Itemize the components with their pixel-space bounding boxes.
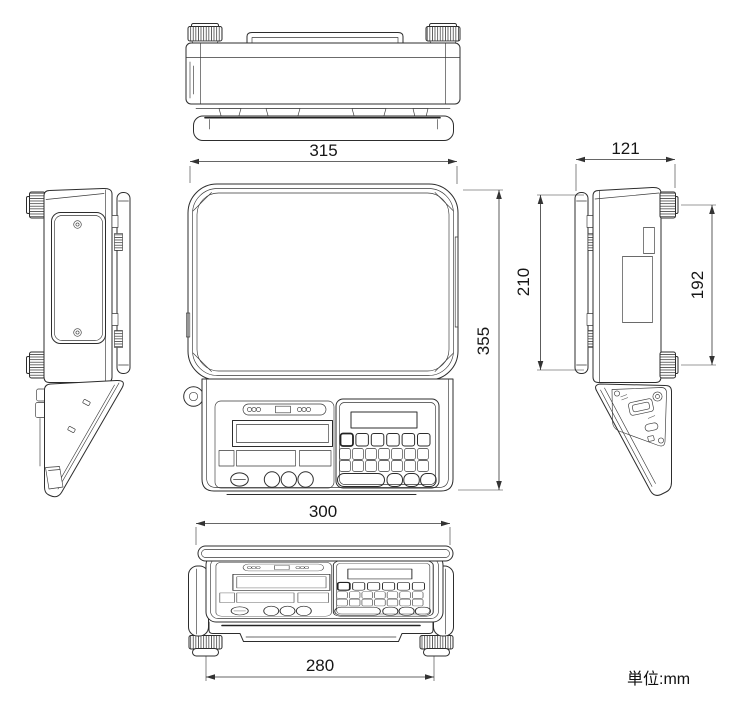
- front-foot-span-label: 280: [306, 656, 334, 675]
- left-view-foot-knobs: [26, 191, 46, 379]
- right-view-platter-edge: [574, 192, 589, 374]
- front-view: [188, 545, 454, 657]
- panel-screw-top: [614, 390, 620, 397]
- dim-side-width: 121: [575, 139, 676, 191]
- rear-body: [185, 42, 461, 105]
- plan-platter-depth-label: 210: [514, 268, 533, 296]
- dim-front-foot-span: 280: [205, 656, 435, 681]
- dim-side-foot-span: 192: [681, 204, 716, 366]
- platter-left-notch: [186, 312, 191, 338]
- front-left-foot: [188, 635, 223, 657]
- connector-panel: [611, 387, 667, 447]
- rear-view: [185, 23, 461, 141]
- plan-console-shell: [201, 378, 454, 492]
- weighing-platter: [187, 183, 459, 381]
- left-side-view: [26, 187, 131, 498]
- plan-total-depth-label: 355: [474, 327, 493, 355]
- side-label-large: [622, 256, 653, 323]
- plan-width-label: 315: [309, 141, 337, 160]
- rear-base-plate: [193, 115, 454, 141]
- unit-note: 単位:mm: [627, 670, 690, 688]
- right-view-body: [592, 186, 662, 383]
- side-foot-span-label: 192: [688, 271, 707, 299]
- usb-port: [644, 422, 659, 432]
- left-view-body: [43, 187, 113, 383]
- platter-corner-bumpers: [192, 192, 454, 372]
- right-side-view: [574, 186, 679, 496]
- left-view-door: [51, 212, 106, 344]
- right-view-foot-knobs: [659, 191, 679, 379]
- aux-port: [647, 435, 655, 442]
- side-width-label: 121: [611, 139, 639, 158]
- side-label-small: [643, 227, 655, 254]
- dim-plan-width: 315: [189, 141, 458, 184]
- door-screws: [73, 220, 82, 337]
- top-plan-view: [183, 183, 459, 495]
- front-console-shell: [205, 554, 444, 623]
- right-view-console: [595, 383, 672, 496]
- front-width-label: 300: [309, 502, 337, 521]
- dim-plan-platter-depth: 210: [514, 194, 584, 371]
- dim-front-width: 300: [195, 502, 451, 545]
- front-right-foot: [419, 635, 454, 657]
- front-platter-edge: [197, 545, 454, 562]
- port-label-marks: [620, 394, 656, 419]
- panel-screw-bottom: [658, 437, 664, 444]
- dim-plan-total-depth: 355: [458, 189, 503, 491]
- rs232c-port: [628, 398, 654, 416]
- platter-side-slot: [454, 236, 459, 328]
- dc-jack: [652, 391, 663, 402]
- level-adjuster: [183, 386, 204, 407]
- front-base-plate: [208, 621, 434, 642]
